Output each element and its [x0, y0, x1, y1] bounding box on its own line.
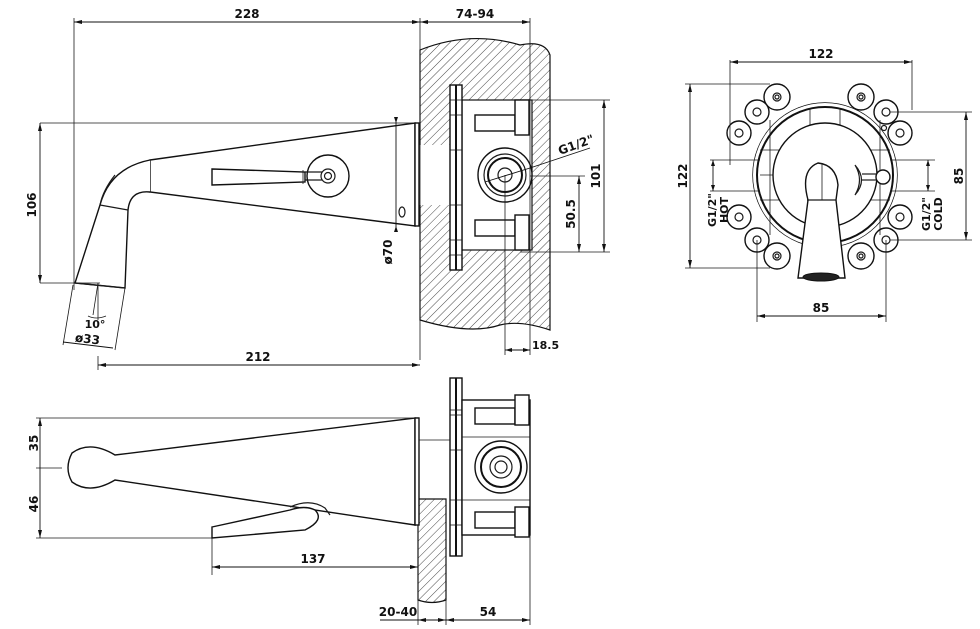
dim-rosette-diameter: ø70	[381, 240, 395, 265]
dim-height: 106	[25, 192, 39, 217]
inlet-fitting-upper	[474, 114, 516, 132]
top-view: 35 46 137 20-40 54	[27, 377, 531, 625]
dim-overall-length: 228	[234, 7, 259, 21]
lever-knob	[875, 169, 891, 185]
label-hot: HOT	[718, 196, 731, 223]
lever-rosette	[306, 154, 350, 198]
dim-tilt-angle: 10°	[85, 318, 106, 331]
dim-wall-thickness: 20-40	[379, 605, 417, 619]
dim-lower-width: 46	[27, 496, 41, 513]
dim-inlet-spacing: 101	[589, 163, 603, 188]
dim-front-width: 122	[808, 47, 833, 61]
dim-box-depth: 54	[480, 605, 497, 619]
label-thread: G1/2"	[556, 132, 596, 158]
dim-front-height: 122	[676, 163, 690, 188]
dim-hole-spacing-h: 85	[813, 301, 830, 315]
dim-outlet-diameter: ø33	[74, 331, 100, 348]
side-view: 228 74-94 106 ø70 10° ø33 212	[25, 7, 610, 370]
lever-handle-top	[211, 506, 319, 539]
inlet-fitting-lower	[474, 219, 516, 237]
dim-wall-depth: 74-94	[456, 7, 494, 21]
spout-front	[797, 162, 846, 279]
dim-upper-width: 35	[27, 435, 41, 452]
label-hot-thread: G1/2"	[706, 193, 719, 227]
lever-handle	[211, 168, 306, 186]
wall-section-top	[417, 498, 447, 604]
dim-inlet-half: 50.5	[564, 199, 578, 229]
dim-body-offset: 18.5	[532, 339, 559, 352]
outlet-connector-top	[474, 440, 528, 494]
spout-body-top	[67, 417, 416, 526]
dim-lever-length: 137	[300, 552, 325, 566]
label-cold: COLD	[932, 197, 945, 231]
dim-hole-spacing-v: 85	[952, 168, 966, 185]
dim-spout-projection: 212	[245, 350, 270, 364]
front-view: 122 122 G1/2" HOT G1/2" COLD 85	[676, 47, 972, 322]
label-cold-thread: G1/2"	[920, 197, 933, 231]
